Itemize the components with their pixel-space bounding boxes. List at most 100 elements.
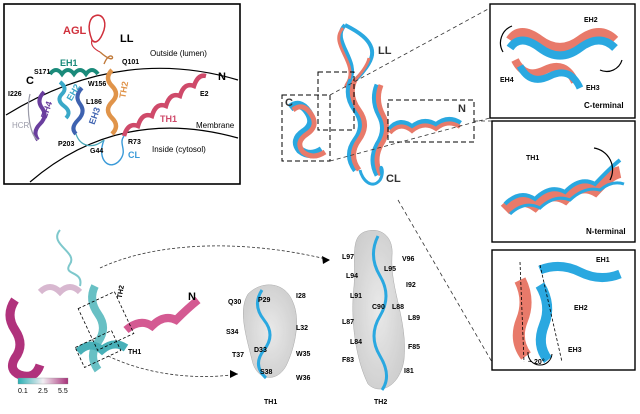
inset-c-eh2: EH2 [584,17,598,24]
overlay-n-red [388,121,462,135]
r73-label: R73 [128,139,141,146]
density-th2-res-13: I81 [404,368,414,375]
bfactor-eh-helix [37,284,83,297]
inset-angle-eh1-blue [538,262,622,282]
c-terminal-box [281,94,331,162]
density-th1-res-7: W35 [296,351,311,358]
connector-angle [397,199,493,363]
inset-angle-eh3: EH3 [568,347,582,354]
inset-angle-value: ~ 20° [528,358,545,366]
density-th1-res-6: D33 [254,347,267,354]
agl-connector [91,39,101,53]
inset-angle-eh1: EH1 [596,257,610,264]
topology-panel: AGL LL Outside (lumen) N Q101 E2 C S171 … [3,3,241,185]
eh1-helix [48,68,100,78]
bfactor-n-label: N [188,291,196,303]
eh3-cl-connector [75,133,105,147]
density-th2-map [352,230,405,390]
ll-label: LL [120,33,134,45]
overlay-c-label: C [285,97,293,109]
density-th2-res-3: L95 [384,266,396,273]
density-th2-res-10: L84 [350,339,362,346]
connector-c-top [329,7,491,96]
bfactor-th2-helix [88,284,107,373]
overlay-structure: LL C N CL [281,7,493,363]
cl-label: CL [128,150,140,160]
inset-c-title: C-terminal [584,101,624,110]
eh2-helix [57,80,71,120]
density-th2-res-9: L89 [408,315,420,322]
arrow-th1-head [230,370,238,378]
density-th1-caption: TH1 [264,399,277,406]
density-th2-res-6: C90 [372,304,385,311]
overlay-cl-loop [358,165,384,186]
angle-box [317,71,355,131]
density-th1-panel: Q30 P29 I28 S34 L32 T37 D33 W35 S38 W36 … [226,284,311,406]
inset-n-title: N-terminal [586,227,626,236]
bfactor-c-helix [5,297,45,381]
density-th2-backbone [372,235,388,391]
bfactor-scale-min: 0.1 [18,388,28,395]
w156-label: W156 [88,81,106,88]
density-th1-res-9: W36 [296,375,311,382]
density-th2-res-4: I92 [406,282,416,289]
density-th1-backbone [256,289,272,380]
inset-n-terminal: TH1 N-terminal [491,120,636,243]
overlay-cl-label: CL [386,173,401,185]
density-th2-panel: L97 V96 L94 L95 I92 L91 C90 L88 L87 L89 … [342,230,420,406]
overlay-c-blue [287,100,325,158]
bfactor-scale-max: 5.5 [58,388,68,395]
density-th2-res-1: V96 [402,256,415,263]
density-th1-res-4: L32 [296,325,308,332]
overlay-c-red [291,104,327,159]
density-th1-res-2: I28 [296,293,306,300]
bfactor-th1-helix [75,340,129,356]
cl-loop [101,135,125,166]
overlay-right-blue [370,83,387,177]
bfactor-th1-box [74,330,122,368]
overlay-center-blue [345,78,365,173]
g44-label: G44 [90,148,103,155]
th1-label: TH1 [160,114,177,124]
th1-helix [121,73,207,137]
inset-n-arrow [593,147,614,181]
agl-label: AGL [63,25,87,37]
membrane-upper-boundary [5,67,239,116]
eh3-helix [71,86,85,136]
inset-n-th1: TH1 [526,155,539,162]
overlay-n-label: N [458,103,466,115]
hcr-label: HCR [12,121,30,130]
p203-label: P203 [58,141,74,148]
inset-angle-axis-2 [539,264,563,363]
inset-c-terminal: EH2 EH4 EH3 C-terminal [489,3,636,119]
eh1-label: EH1 [60,58,78,68]
e2-label: E2 [200,91,209,98]
density-th1-res-0: Q30 [228,299,241,306]
inset-c-arrow-right [599,59,623,73]
inset-angle-eh2-red [512,277,532,360]
inset-n-frame [491,120,636,243]
th2-label: TH2 [117,80,130,98]
ll-loop [99,51,114,65]
c-label: C [26,75,34,87]
overlay-n-blue [387,117,462,133]
bfactor-n-helix [123,296,201,334]
inside-label: Inside (cytosol) [152,145,206,154]
outside-label: Outside (lumen) [150,49,207,58]
s171-label: S171 [34,69,50,76]
density-th2-res-7: L88 [392,304,404,311]
inset-c-red-1 [506,28,619,52]
l186-label: L186 [86,99,102,106]
inset-c-eh3: EH3 [586,85,600,92]
density-th2-res-5: L91 [350,293,362,300]
arrow-th2-head [322,256,330,264]
membrane-label: Membrane [196,121,235,130]
q101-label: Q101 [122,59,139,66]
inset-c-blue-2 [516,64,584,90]
density-th1-res-5: T37 [232,352,244,359]
arrow-to-th1 [107,355,239,377]
density-th2-res-8: L87 [342,319,354,326]
bfactor-th2-box [77,291,135,351]
inset-n-blue-2 [508,181,625,216]
